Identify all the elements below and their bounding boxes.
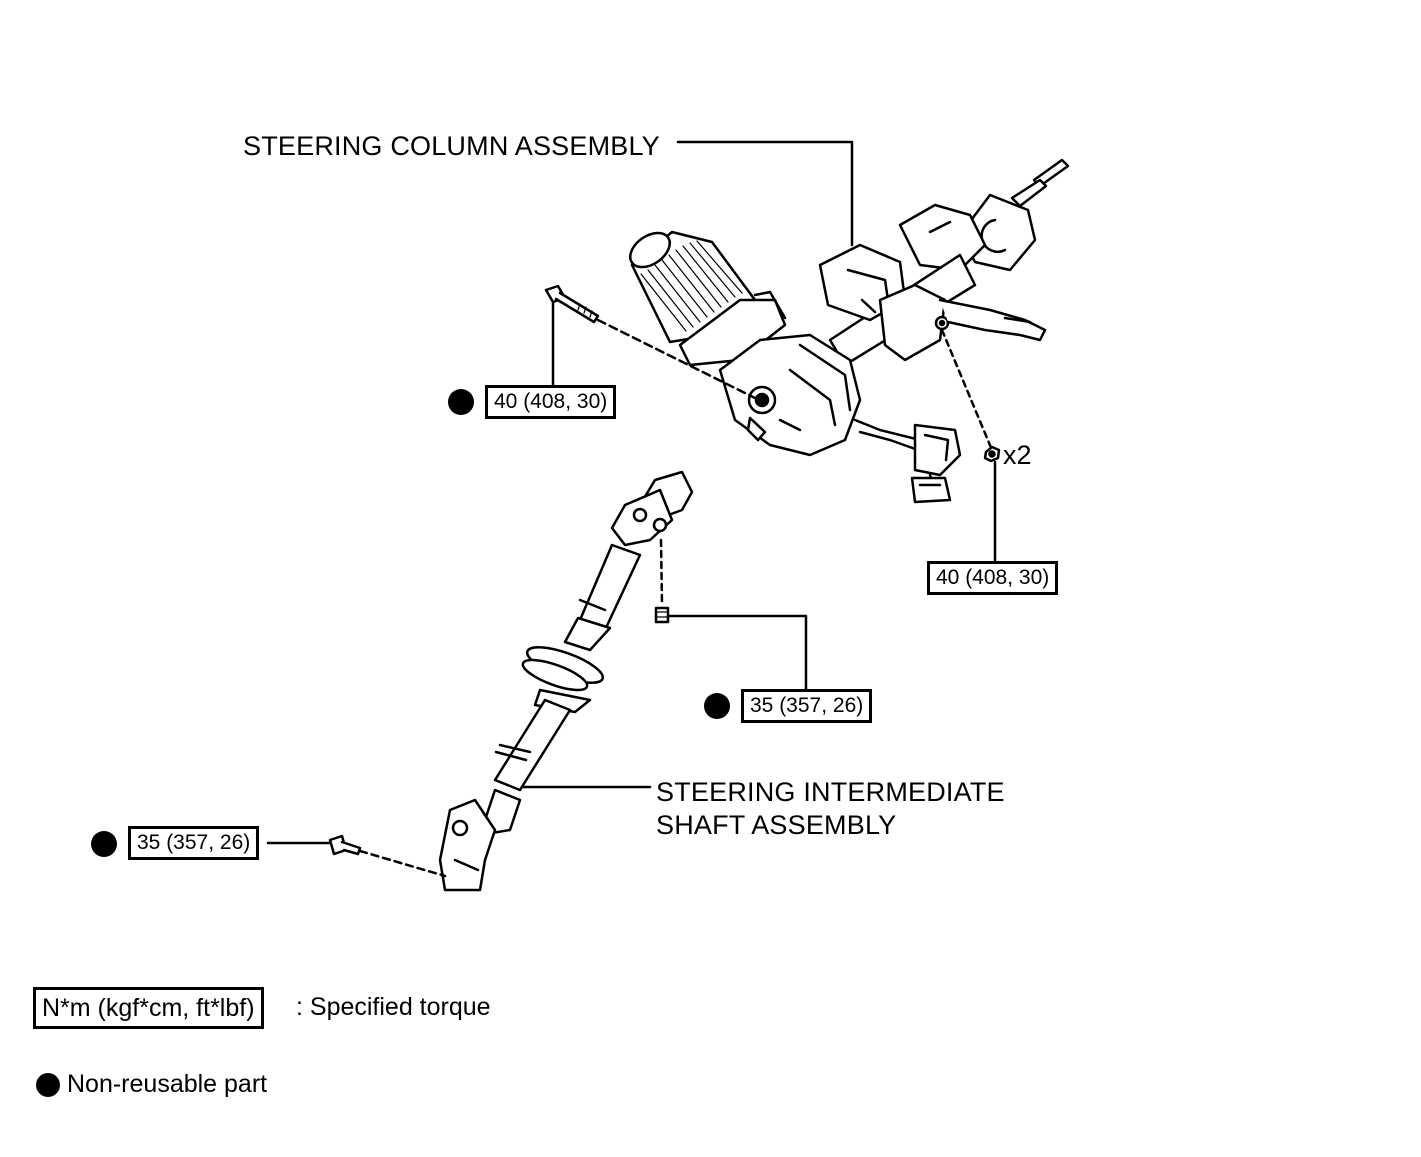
steering-column-assembly-drawing (629, 158, 1070, 504)
intermediate-shaft-label-line1: STEERING INTERMEDIATE (656, 777, 1005, 807)
leader-shaft-upper (666, 614, 808, 692)
legend-torque-text: : Specified torque (296, 993, 491, 1021)
torque-spec-column-bolt: 40 (408, 30) (485, 385, 617, 419)
legend-nonreusable-marker (36, 1073, 60, 1097)
column-bolt-drawing (544, 284, 600, 324)
legend-torque-unit-box: N*m (kgf*cm, ft*lbf) (33, 987, 264, 1029)
torque-spec-shaft-upper: 35 (357, 26) (741, 689, 873, 723)
nut-quantity-label: x2 (1003, 440, 1032, 470)
nonreusable-marker-column-bolt (448, 389, 474, 415)
bolt-guide-line (596, 318, 757, 400)
torque-spec-column-nuts: 40 (408, 30) (927, 561, 1059, 595)
shaft-lower-bolt-drawing (328, 834, 362, 856)
shaft-lower-guide (358, 849, 447, 878)
intermediate-shaft-label-line2: SHAFT ASSEMBLY (656, 810, 897, 840)
leader-steering-column (676, 140, 854, 247)
nonreusable-marker-shaft-upper (704, 693, 730, 719)
nonreusable-marker-shaft-lower (91, 831, 117, 857)
torque-spec-shaft-lower: 35 (357, 26) (128, 826, 260, 860)
legend-nonreusable-text: Non-reusable part (67, 1070, 268, 1098)
column-nut-drawing (983, 445, 1001, 463)
nut-guide-line (940, 328, 994, 452)
intermediate-shaft-drawing (438, 470, 694, 892)
shaft-upper-guide (659, 538, 664, 607)
steering-column-label: STEERING COLUMN ASSEMBLY (243, 131, 660, 161)
shaft-upper-bolt-drawing (654, 606, 670, 624)
